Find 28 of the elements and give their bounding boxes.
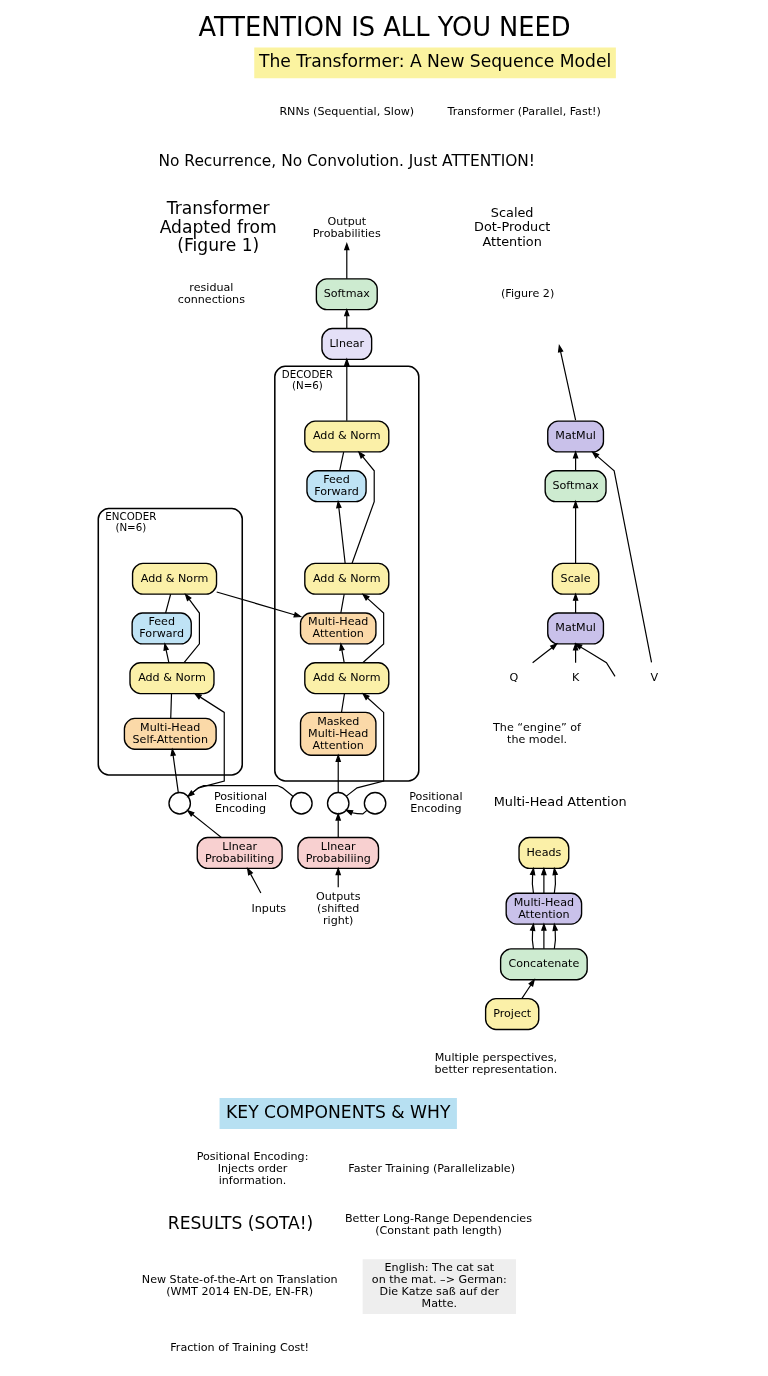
label: KEY COMPONENTS & WHY [225,1101,450,1122]
node-label: Positional Encoding [213,790,267,816]
node-text: Q [509,671,518,685]
label: Multi-Head Attention [493,794,627,810]
node-text: K [571,671,579,685]
node-label: Positional Encoding [408,790,463,816]
label: Multiple perspectives, better representation. [434,1050,557,1076]
label: Transformer (Parallel, Fast!) [446,105,601,119]
node-text: Inputs [251,901,286,915]
diagram-title: ATTENTION IS ALL YOU NEED [197,12,571,43]
label: (Figure 2) [500,287,554,301]
label: Scaled Dot-Product Attention [473,204,550,249]
label: RNNs (Sequential, Slow) [278,105,414,119]
label: No Recurrence, No Convolution. Just ATTENTION! [158,152,535,171]
node-text: V [650,671,658,685]
label: Better Long-Range Dependencies (Constant path length) [344,1211,532,1237]
node-text: Outputs (shifted right) [315,889,360,927]
node-text: Output Probabilities [312,215,381,241]
label: The Transformer: A New Sequence Model [258,51,611,72]
label: Transformer Adapted from (Figure 1) [159,197,277,256]
label: The “engine” of the model. [492,720,581,746]
label: Fraction of Training Cost! [169,1341,309,1355]
label: Positional Encoding: Injects order information. [196,1150,308,1188]
label: New State-of-the-Art on Translation (WMT 2014 EN-DE, EN-FR) [141,1273,338,1299]
label: residual connections [177,281,245,307]
label: English: The cat sat on the mat. –> German: Die Katze saß auf der Matte. [371,1261,507,1311]
label: RESULTS (SOTA!) [167,1213,313,1234]
label: Faster Training (Parallelizable) [347,1162,515,1176]
